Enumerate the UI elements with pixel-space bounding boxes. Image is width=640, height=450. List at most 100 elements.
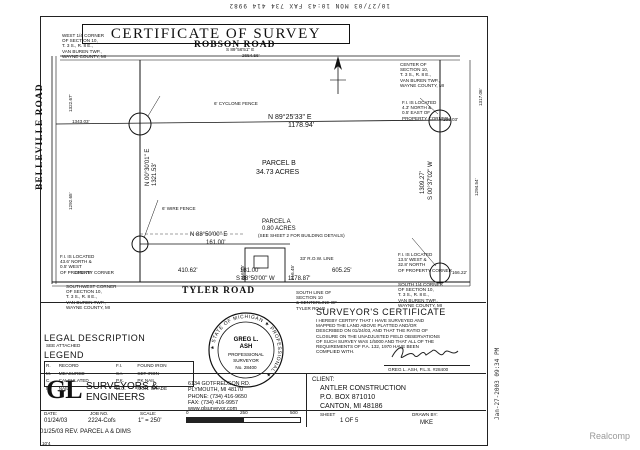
fax-header: 10/27/03 MON 10:43 FAX 734 414 9982 (228, 2, 390, 9)
scale-tick-0: 0 (186, 410, 189, 415)
west-line-distance: 1321.53' (152, 163, 158, 186)
company-name-1: SURVEYORS & (86, 381, 159, 392)
segment-166: 166.22' (452, 270, 467, 275)
signer-name: GREG L. ASH, P.L.S. #28400 (388, 367, 449, 372)
leader-1 (147, 95, 161, 117)
realcomp-watermark: Realcomp (589, 431, 630, 441)
parcel-a-note: (SEE SHEET 2 FOR BUILDING DETAILS) (258, 233, 345, 238)
parcel-a-west-dist: 216.45' (240, 265, 245, 280)
titleblock-top-line (40, 373, 486, 374)
scale-label: SCALE: (140, 411, 157, 416)
company-logo: GL (46, 375, 83, 404)
scale-tick-250: 250 (240, 410, 248, 415)
fence-note: 6' CYCLONE FENCE (214, 101, 258, 106)
surveyor-seal: ★ STATE OF MICHIGAN ★ PROFESSIONAL ★ GRE… (208, 312, 284, 388)
titleblock-row-line (40, 410, 486, 411)
north-line-distance: 1178.94' (288, 122, 315, 129)
parcel-a-north-distance: 161.00' (206, 240, 226, 246)
leader-2 (143, 199, 159, 239)
drawn-value: MKE (420, 420, 434, 426)
right-166: 166.03' (443, 117, 458, 122)
robson-road-label: ROBSON ROAD (194, 40, 276, 50)
building-outline (253, 255, 269, 269)
client-label: CLIENT: (312, 377, 335, 383)
segment-181: 181.00' (240, 268, 260, 274)
parcel-b-name: PARCEL B (262, 160, 296, 167)
map-divider (40, 302, 486, 303)
right-1294: 1294.54' (474, 178, 479, 196)
parcel-a-north-bearing: N 88°50'00" E (190, 232, 228, 238)
legal-description-body: SEE ATTACHED (46, 343, 81, 348)
wire-fence-note: 6' WIRE FENCE (162, 206, 196, 211)
survey-map (51, 55, 471, 287)
west-line-bearing: N 00°30'01" E (145, 148, 151, 186)
legend-title: LEGEND (44, 350, 85, 360)
date-label: DATE: (44, 411, 58, 416)
client-box-divider (306, 373, 307, 427)
scale-bar-left (186, 417, 244, 423)
parcel-a-acres: 0.80 ACRES (262, 226, 296, 232)
svg-text:No. 28400: No. 28400 (235, 365, 257, 370)
north-property-line (55, 119, 451, 125)
east-line-bearing: S 00°37'02" W (428, 161, 434, 200)
surveyor-cert-title: SURVEYOR'S CERTIFICATE (316, 307, 446, 317)
svg-text:GREG L.: GREG L. (234, 337, 259, 343)
north-arrow (330, 56, 346, 94)
job-label: JOB NO. (90, 411, 109, 416)
revision-note: 01/25/03 REV. PARCEL A & DIMS (40, 429, 131, 435)
svg-text:PROFESSIONAL: PROFESSIONAL (228, 352, 264, 357)
side-fax-stamp: Jan-27-2003 09:34 PM (494, 347, 501, 420)
client-name: ANTLER CONSTRUCTION (320, 385, 406, 392)
segment-410: 410.62' (178, 268, 198, 274)
parcel-a-name: PARCEL A (262, 219, 291, 225)
corner-mark: 10'4 (42, 441, 51, 446)
parcel-a-east-dist: 216.45' (290, 265, 295, 280)
left-1343: 1343.03' (72, 119, 90, 124)
tyler-road-label: TYLER ROAD (182, 286, 256, 296)
scale-value: 1" = 250' (138, 418, 162, 424)
top-road-distance: 2654.56' (242, 53, 260, 58)
south-line-bearing: S 88°50'00" W (236, 276, 275, 282)
leader-4 (411, 237, 437, 267)
svg-text:ASH: ASH (240, 344, 253, 350)
job-value: 2224-Cofs (88, 418, 116, 424)
corner-circle-nw (128, 112, 152, 136)
corner-circle-w (131, 235, 149, 253)
svg-text:SURVEYOR: SURVEYOR (233, 358, 259, 363)
segment-605: 605.25' (332, 268, 352, 274)
sheet-label: SHEET (320, 412, 336, 417)
signature (391, 347, 459, 359)
leader-3 (419, 97, 439, 115)
segment-1342: 1342.78' (74, 270, 92, 275)
south-line-distance: 1178.87' (288, 276, 311, 282)
sheet-value: 1 OF 5 (340, 418, 359, 424)
parcel-a-outline (244, 247, 286, 283)
right-1317: 1317.06' (478, 88, 483, 106)
client-city: CANTON, MI 48186 (320, 403, 383, 410)
left-1292: 1292.65' (68, 192, 73, 210)
parcel-b-acres: 34.73 ACRES (256, 169, 300, 176)
drawn-label: DRAWN BY: (412, 412, 438, 417)
surveyor-cert-body: I HEREBY CERTIFY THAT I HAVE SURVEYED AN… (316, 318, 440, 355)
east-line-distance: 1309.27' (420, 171, 426, 194)
date-value: 01/24/03 (44, 418, 68, 424)
corner-circle-se (429, 262, 451, 284)
scale-bar-right (243, 417, 301, 423)
left-1322: 1322.67' (68, 94, 73, 112)
top-road-bearing: S 89°56'51" E (226, 47, 255, 52)
north-line-bearing: N 89°25'33" E (268, 114, 312, 121)
signature-line (384, 365, 470, 366)
corner-circle-ne (428, 109, 452, 133)
company-name-2: ENGINEERS (86, 392, 145, 403)
